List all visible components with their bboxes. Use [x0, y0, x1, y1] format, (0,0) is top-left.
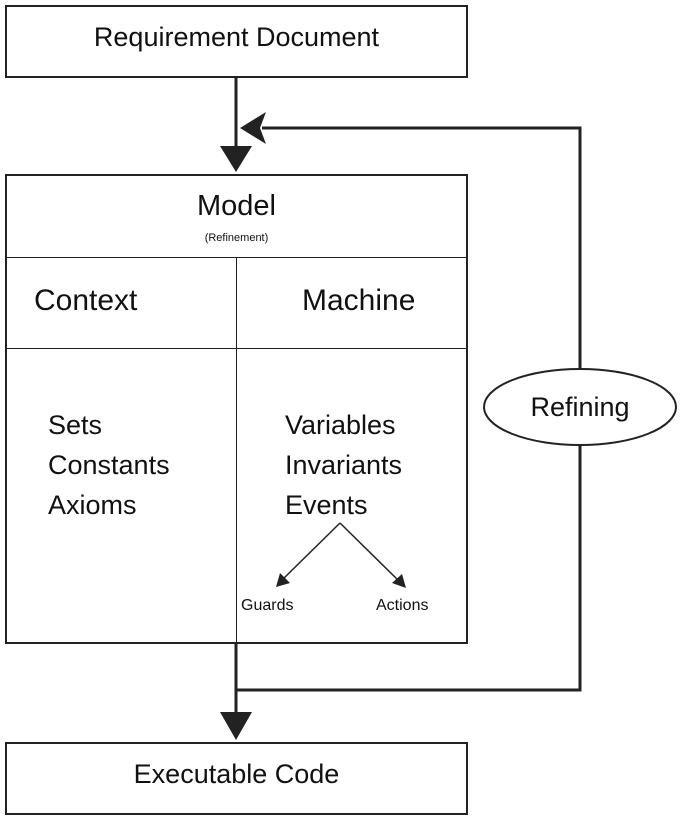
- arrowhead-executable: [220, 712, 252, 740]
- arrowhead-loop: [240, 112, 266, 144]
- executable-box: [5, 742, 468, 815]
- requirement-label: Requirement Document: [93, 22, 380, 52]
- machine-item-events: Events: [285, 490, 368, 520]
- executable-label: Executable Code: [133, 759, 340, 789]
- branch-actions-label: Actions: [376, 597, 429, 614]
- machine-header: Machine: [302, 284, 416, 317]
- model-column-divider: [236, 257, 237, 644]
- context-item-constants: Constants: [48, 450, 170, 480]
- branch-guards-label: Guards: [241, 597, 294, 614]
- refining-label: Refining: [530, 392, 630, 422]
- context-items: Sets Constants Axioms: [48, 405, 170, 525]
- context-item-sets: Sets: [48, 410, 103, 440]
- branch-actions-line: [339, 522, 401, 583]
- branch-guards-arrowhead: [276, 573, 290, 587]
- requirement-box: [5, 5, 468, 78]
- model-title: Model: [197, 190, 276, 222]
- machine-item-invariants: Invariants: [285, 450, 403, 480]
- context-item-axioms: Axioms: [48, 490, 137, 520]
- branch-guards-line: [281, 522, 341, 581]
- machine-item-variables: Variables: [285, 410, 396, 440]
- branch-actions-arrowhead: [392, 574, 406, 588]
- context-header: Context: [34, 284, 138, 317]
- machine-items: Variables Invariants Events: [285, 405, 402, 525]
- arrowhead-model: [220, 146, 252, 172]
- refining-ellipse: [483, 368, 677, 446]
- model-subtitle: (Refinement): [204, 232, 269, 244]
